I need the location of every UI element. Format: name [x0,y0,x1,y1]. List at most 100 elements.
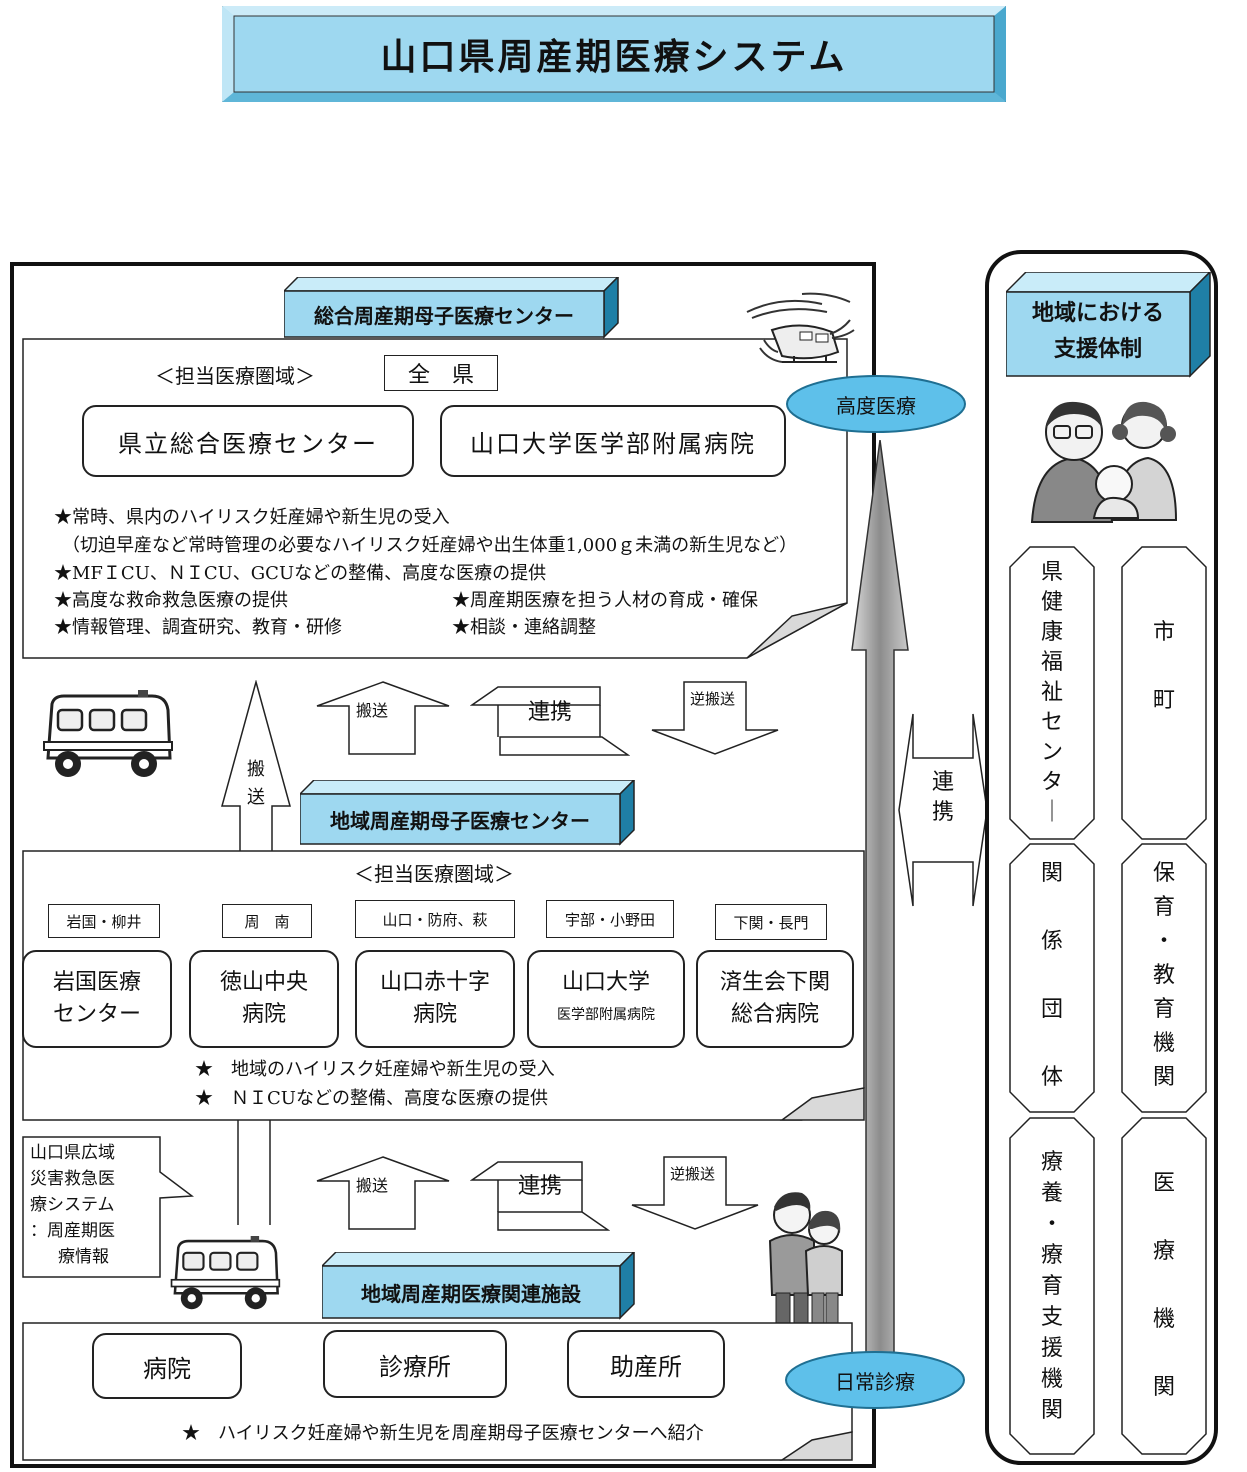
general-bullet-2: （切迫早産など常時管理の必要なハイリスク妊産婦や出生体重1,000ｇ未満の新生児… [62,535,798,556]
helicopter-icon [746,292,855,363]
org-char: 係 [1040,929,1063,954]
general-area-value: 全 県 [384,355,498,391]
hospital-yamaguchi-univ-line1: 山口大学 [561,970,650,995]
general-bullet-5: ★周産期医療を担う人材の育成・確保 [452,590,758,611]
hc-char: 祉 [1040,680,1063,705]
disaster-note-line-2: 災害救急医 [30,1169,115,1189]
mcs-char: 関 [1040,1397,1063,1423]
support-municipalities: 市 町 [1120,545,1208,841]
link-upper-label: 連携 [528,700,573,725]
hc-char: 健 [1040,590,1063,615]
support-health-center-text: 県 健 康 福 祉 セ ン タ ｜ [1008,555,1096,831]
page-title: 山口県周産期医療システム [380,37,848,78]
disaster-note-line-4: ：周産期医 [30,1221,115,1241]
mun-char: 市 [1152,620,1175,645]
support-frame [985,250,1218,1465]
mi-char: 医 [1152,1171,1175,1196]
disaster-note-line-1: 山口県広域 [30,1143,115,1163]
disaster-note: 山口県広域 災害救急医 療システム ：周産期医 療情報 [30,1140,150,1270]
transport-up-label: 搬送 [356,701,389,720]
area-iwakuni: 岩国・柳井 [48,904,160,938]
hospital-red-cross-line1: 山口赤十字 [379,970,490,995]
edu-char: 育 [1152,895,1175,920]
hc-char: タ [1040,770,1063,795]
mcs-char: 援 [1040,1335,1063,1361]
support-municipalities-shape [1121,546,1207,840]
hospital-iwakuni: 岩国医療 センター [22,950,172,1048]
edu-char: 機 [1152,1031,1175,1056]
link-lower-label: 連携 [518,1174,563,1199]
support-label-box [1006,272,1212,378]
hc-char: 県 [1040,560,1063,585]
support-childcare-education-text: 保 育 ・ 教 育 機 関 [1120,856,1208,1096]
general-center-label: 総合周産期母子医療センター [314,303,574,328]
edu-char: 育 [1152,997,1175,1022]
regional-center-label: 地域周産期母子医療センター [330,808,590,833]
transport-up-arrow [316,681,450,755]
facility-hospital: 病院 [92,1333,242,1399]
support-related-organizations: 関 係 団 体 [1008,842,1096,1114]
reverse-transport-label: 逆搬送 [690,690,736,708]
support-childcare-education: 保 育 ・ 教 育 機 関 [1120,842,1208,1114]
support-medical-care-support-shape [1009,1117,1095,1455]
mcs-char: 機 [1040,1366,1063,1392]
reverse-transport-arrow [651,681,779,755]
vertical-transport-char-2: 送 [247,787,265,808]
hospital-tokuyama-line1: 徳山中央 [219,970,308,995]
mi-char: 関 [1152,1375,1175,1400]
link-double-arrow-lower [470,1161,610,1231]
hc-char: セ [1040,710,1063,735]
general-bullet-7: ★相談・連絡調整 [452,617,596,638]
mi-char: 療 [1152,1239,1175,1264]
daily-care-label: 日常診療 [835,1369,915,1394]
support-medical-institutions-shape [1121,1117,1207,1455]
support-health-center: 県 健 康 福 祉 セ ン タ ｜ [1008,545,1096,841]
support-related-organizations-text: 関 係 団 体 [1008,856,1096,1096]
vertical-transport-label: 搬 送 [238,752,274,816]
support-medical-institutions-text: 医 療 機 関 [1120,1146,1208,1426]
hospital-saiseikai-shimonoseki: 済生会下関 総合病院 [696,950,854,1048]
mcs-char: 療 [1040,1149,1063,1175]
org-char: 関 [1040,861,1063,886]
support-label: 地域における 支援体制 [1006,296,1190,368]
hospital-yamaguchi-university-regional: 山口大学 医学部附属病院 [527,950,685,1048]
title-banner [222,6,1006,102]
general-bullet-3: ★MFＩCU、ＮＩCU、GCUなどの整備、高度な医療の提供 [54,563,547,584]
support-medical-care-support-text: 療 養 ・ 療 育 支 援 機 関 [1008,1140,1096,1432]
mun-char: 町 [1152,688,1175,713]
vertical-transport-char-1: 搬 [247,759,265,780]
facility-maternity-home: 助産所 [567,1330,725,1398]
regional-area-label: ＜担当医療圏域＞ [354,862,514,886]
support-related-organizations-shape [1009,843,1095,1113]
disaster-note-line-5: 療情報 [58,1247,109,1267]
ambulance-icon-lower [170,1236,281,1310]
regional-bullet-1: ★ 地域のハイリスク妊産婦や新生児の受入 [195,1059,555,1080]
area-ube: 宇部・小野田 [546,900,674,938]
reverse-transport-arrow-lower [631,1156,759,1230]
general-bullet-1: ★常時、県内のハイリスク妊産婦や新生児の受入 [54,507,450,528]
edu-char: 関 [1152,1065,1175,1090]
general-area-label: ＜担当医療圏域＞ [155,364,315,388]
support-medical-institutions: 医 療 機 関 [1120,1116,1208,1456]
reverse-transport-label-lower: 逆搬送 [670,1165,716,1183]
link-support-char-2: 携 [931,800,954,825]
related-facilities-bullet: ★ ハイリスク妊産婦や新生児を周産期母子医療センターへ紹介 [182,1423,704,1444]
support-health-center-shape [1009,546,1095,840]
hc-char: 福 [1040,650,1063,675]
mcs-char: ・ [1040,1211,1063,1237]
org-char: 団 [1040,997,1063,1022]
link-support-char-1: 連 [931,770,954,795]
hospital-iwakuni-line2: センター [52,1002,141,1027]
support-childcare-education-shape [1121,843,1207,1113]
area-yamaguchi: 山口・防府、萩 [355,900,515,938]
hospital-saiseikai-line2: 総合病院 [730,1002,819,1027]
support-label-line-2: 支援体制 [1053,337,1142,362]
hospital-prefectural-general: 県立総合医療センター [82,405,414,477]
regional-bullet-2: ★ ＮＩCUなどの整備、高度な医療の提供 [195,1088,548,1109]
lower-vertical-connector [237,1120,271,1225]
hc-char: ｜ [1040,800,1063,825]
hospital-red-cross-line2: 病院 [412,1002,457,1027]
link-double-arrow [470,686,630,756]
disaster-note-line-3: 療システム [30,1195,115,1215]
couple-icon [768,1192,843,1334]
